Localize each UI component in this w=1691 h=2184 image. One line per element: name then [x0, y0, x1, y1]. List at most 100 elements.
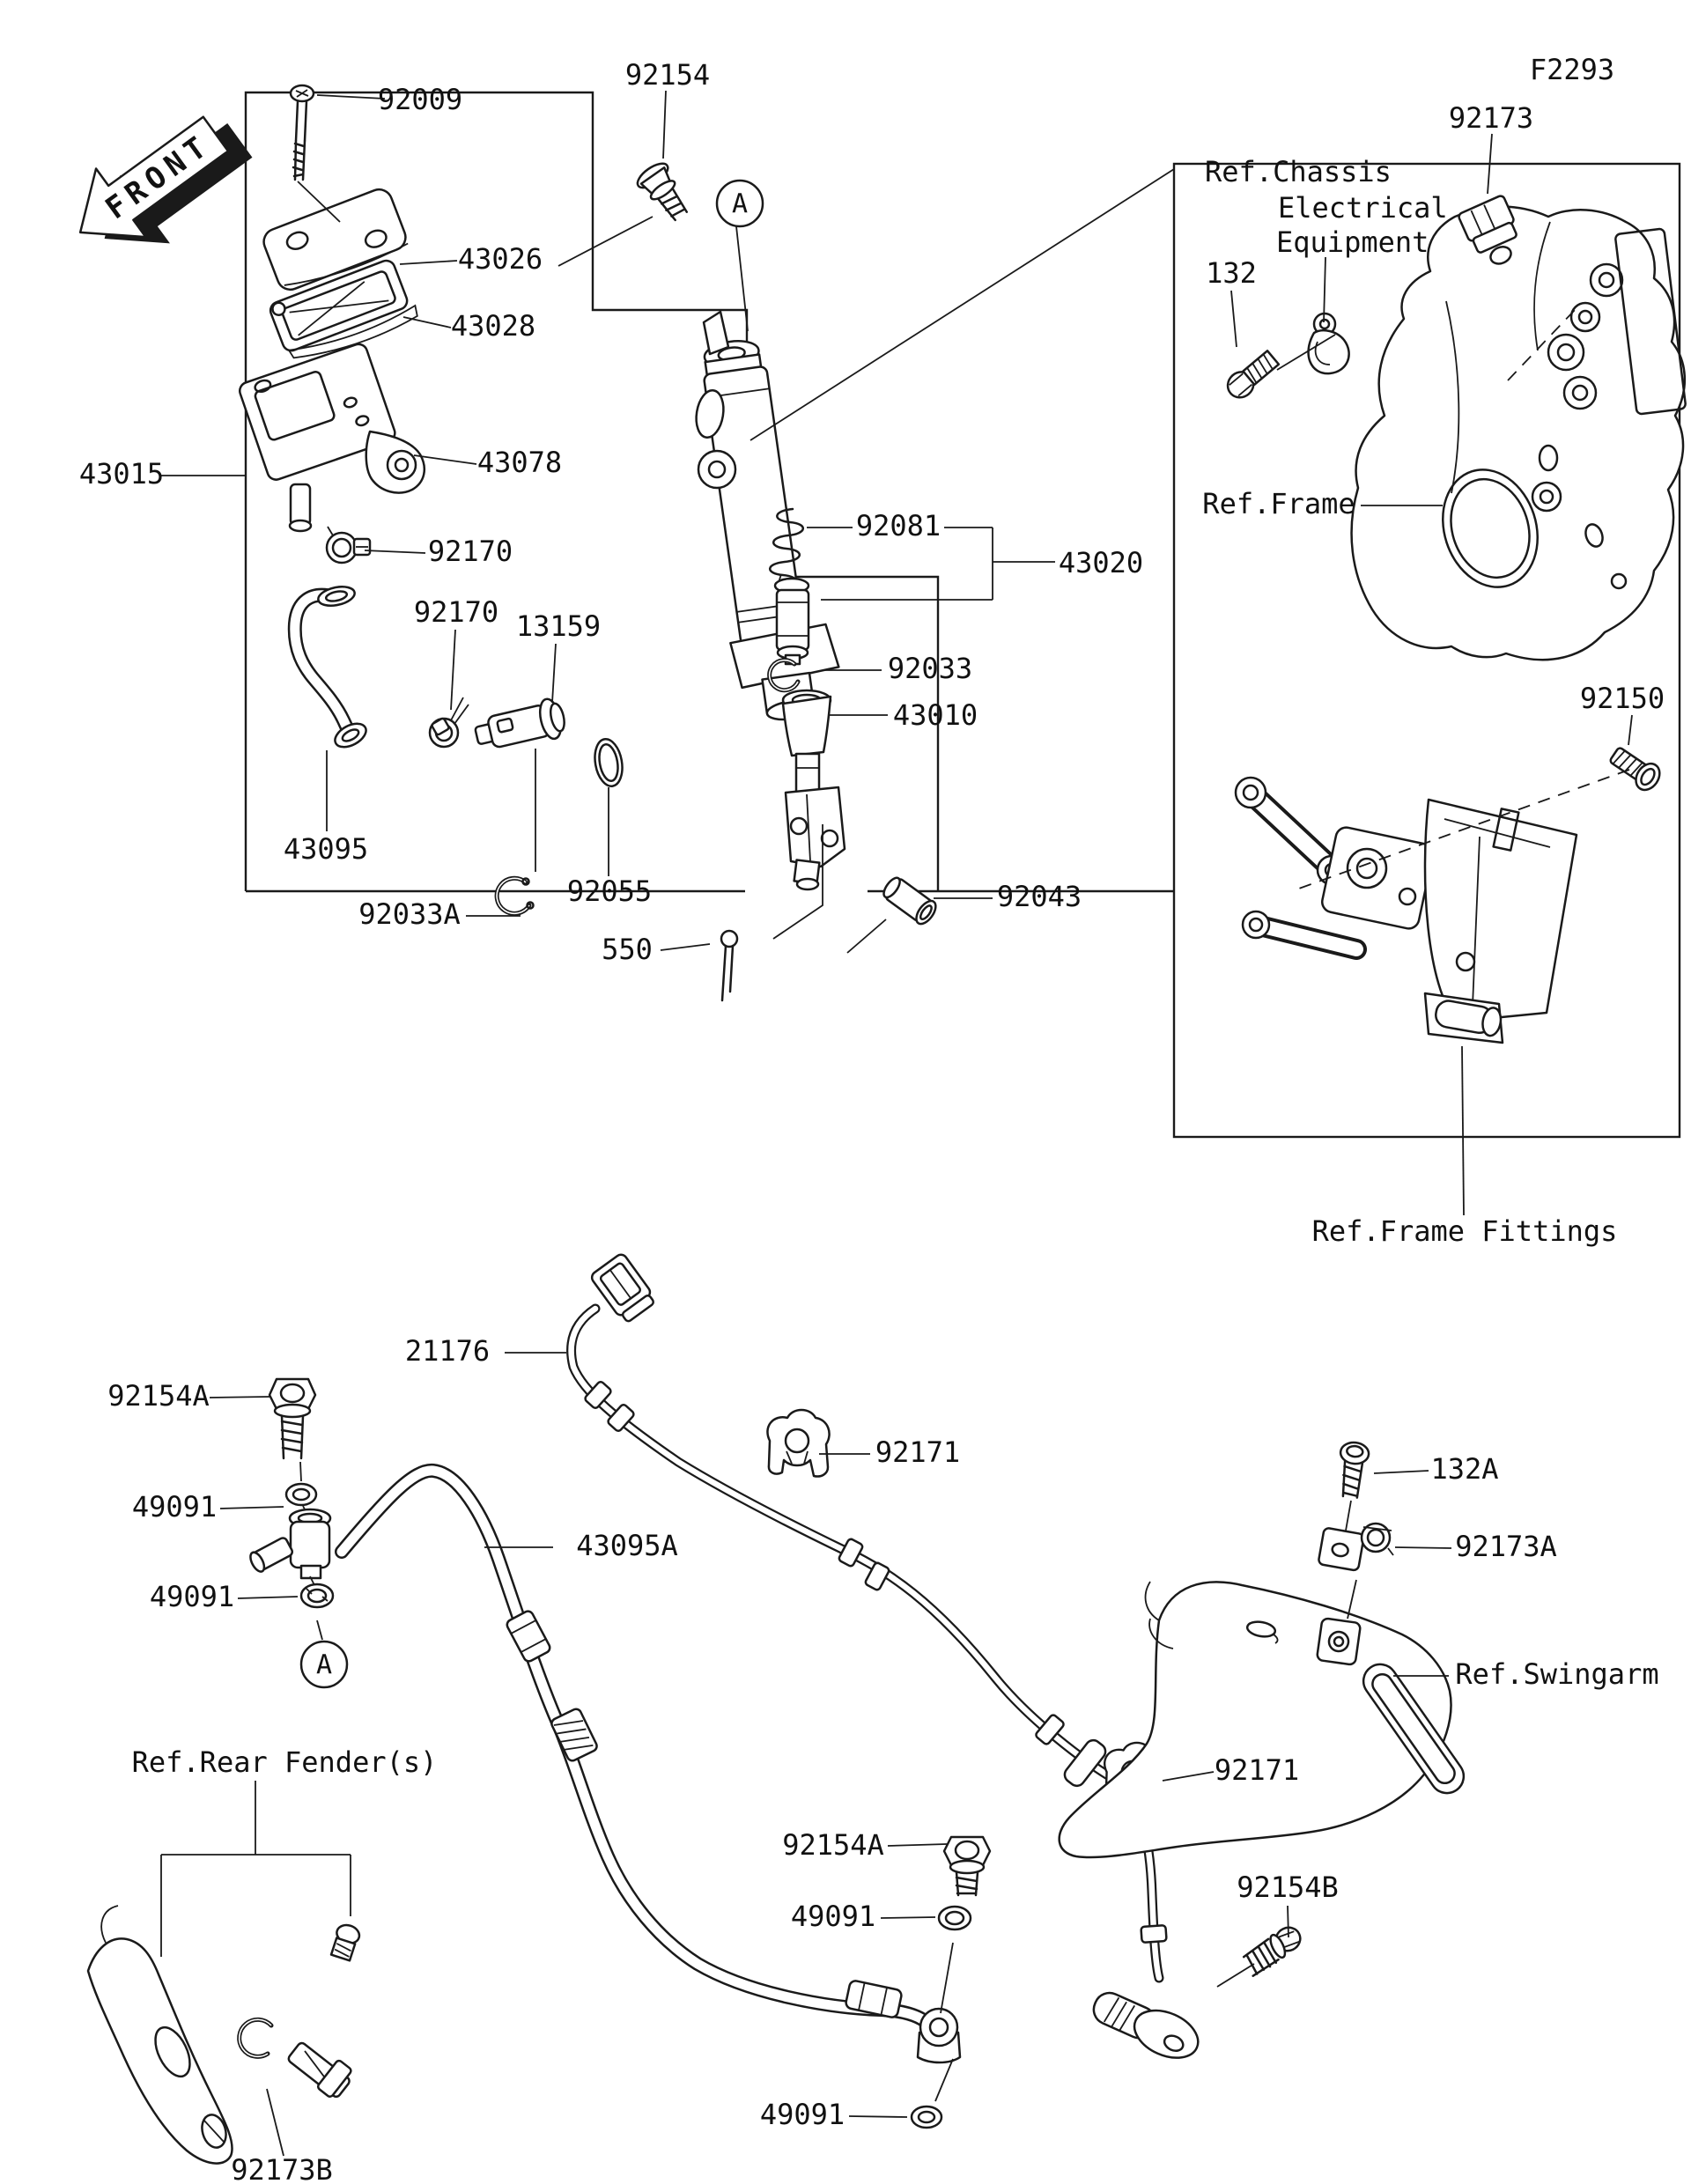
circlip-92033A-icon	[494, 875, 535, 916]
leader-line	[316, 94, 386, 100]
washer-49091-icon-2	[299, 1583, 335, 1609]
leader-line	[209, 1396, 270, 1398]
joint-13159-icon	[474, 697, 565, 749]
leader-line	[297, 181, 341, 223]
leader-line	[413, 454, 477, 465]
leader-line	[735, 225, 749, 332]
pin-92043-icon	[882, 876, 937, 926]
part-label: 43015	[79, 457, 164, 491]
part-label: 92154B	[1237, 1870, 1339, 1904]
part-label: Ref.Chassis	[1205, 155, 1392, 188]
leader-line	[1230, 290, 1237, 348]
frame-fittings-icon	[1234, 776, 1578, 1044]
chassis-electrical-clamp-icon	[1307, 312, 1350, 375]
part-label: 43095	[284, 832, 368, 866]
part-label: 92170	[428, 535, 513, 568]
cotter-pin-550-icon	[720, 929, 739, 1002]
detail-marker-letter: A	[316, 1650, 332, 1681]
clamp-92173B-icon	[237, 1923, 361, 2099]
leader-line	[237, 1596, 299, 1599]
part-label: 92173B	[231, 2153, 333, 2184]
clamp-92171-upper-icon	[766, 1408, 831, 1478]
leader-line	[1162, 1771, 1215, 1782]
part-label: 92154A	[107, 1379, 210, 1413]
part-label: 92033A	[358, 897, 461, 931]
leader-line	[302, 1505, 306, 1510]
reservoir-body-icon	[239, 343, 426, 533]
clevis-callout-line	[772, 824, 823, 940]
leader-line-dashed	[1296, 769, 1630, 890]
part-label: 43078	[477, 446, 562, 479]
detail-marker-circle	[715, 179, 764, 228]
part-label: Ref.Frame	[1202, 487, 1355, 520]
screw-92009-icon	[289, 84, 315, 181]
leader-line	[551, 643, 557, 704]
leader-line	[1276, 334, 1336, 371]
frame-group-box	[1172, 162, 1681, 1139]
part-label: 43095A	[576, 1529, 678, 1562]
leader-line	[940, 1942, 954, 2014]
leader-line	[662, 90, 667, 159]
leader-line	[316, 1620, 323, 1641]
part-label: 92081	[856, 509, 941, 542]
part-label: 13159	[516, 609, 601, 643]
leader-line	[1394, 1546, 1452, 1549]
detail-marker-circle	[299, 1640, 349, 1689]
part-label: 43028	[451, 309, 535, 343]
part-label: 43020	[1059, 546, 1143, 579]
leader-line	[1323, 256, 1326, 323]
bolt-92154-icon	[636, 162, 689, 222]
leader-line	[219, 1506, 284, 1509]
part-label: Electrical	[1278, 191, 1448, 225]
leader-line	[402, 316, 452, 328]
part-label: 92033	[888, 652, 972, 685]
part-label: 92043	[997, 880, 1082, 913]
circlip-92033-icon	[767, 658, 801, 693]
part-label: 49091	[132, 1490, 217, 1524]
leader-line	[880, 1916, 936, 1919]
reservoir-plate-icon	[269, 259, 418, 359]
leader-line	[399, 260, 458, 265]
leader-line	[558, 216, 654, 267]
part-label: 92170	[414, 595, 498, 629]
part-label: 92154	[625, 58, 710, 92]
part-label: 49091	[150, 1580, 234, 1613]
part-labels: 920099215492173Ref.ChassisElectricalEqui…	[79, 58, 1665, 2184]
bolt-132-icon	[1226, 350, 1281, 399]
part-label: 43026	[458, 242, 543, 276]
abs-sensor-icon	[1092, 1991, 1200, 2059]
part-label: 92173A	[1455, 1530, 1557, 1563]
leader-line	[299, 1461, 302, 1482]
part-label: Ref.Swingarm	[1455, 1657, 1658, 1691]
hose-43095A-icon	[335, 1463, 962, 2064]
part-label: 92173	[1449, 101, 1533, 135]
elbow-union-icon	[249, 1508, 332, 1580]
hose-43095-icon	[287, 586, 367, 749]
bolt-132A-icon	[1339, 1441, 1370, 1499]
part-label: 49091	[760, 2098, 845, 2131]
leader-line	[266, 2088, 284, 2157]
rear-fender-bracket-icon	[86, 1905, 233, 2165]
bolt-92154A-upper-icon	[268, 1377, 317, 1460]
front-arrow: FRONT	[78, 115, 253, 244]
leader-line	[1373, 1470, 1429, 1474]
reservoir-cap-icon	[262, 188, 409, 291]
clamp-92173A-icon	[1318, 1522, 1394, 1572]
leader-line	[1461, 1045, 1465, 1216]
part-label: Ref.Rear Fender(s)	[132, 1745, 438, 1779]
leader-line	[846, 919, 887, 954]
ref-frame-caliper-icon	[1350, 205, 1687, 661]
leader-line	[1347, 1579, 1357, 1620]
detail-markers: AA	[299, 179, 764, 1689]
leader-line	[660, 943, 711, 951]
detail-marker-letter: A	[732, 189, 748, 220]
part-label: 92154A	[782, 1828, 884, 1862]
leader-line	[364, 550, 426, 554]
washer-49091-icon-1	[284, 1482, 318, 1507]
part-label: 21176	[405, 1334, 490, 1368]
push-rod-icon	[781, 689, 846, 891]
leader-line	[750, 168, 1175, 441]
o-ring-92055-icon	[594, 738, 624, 787]
